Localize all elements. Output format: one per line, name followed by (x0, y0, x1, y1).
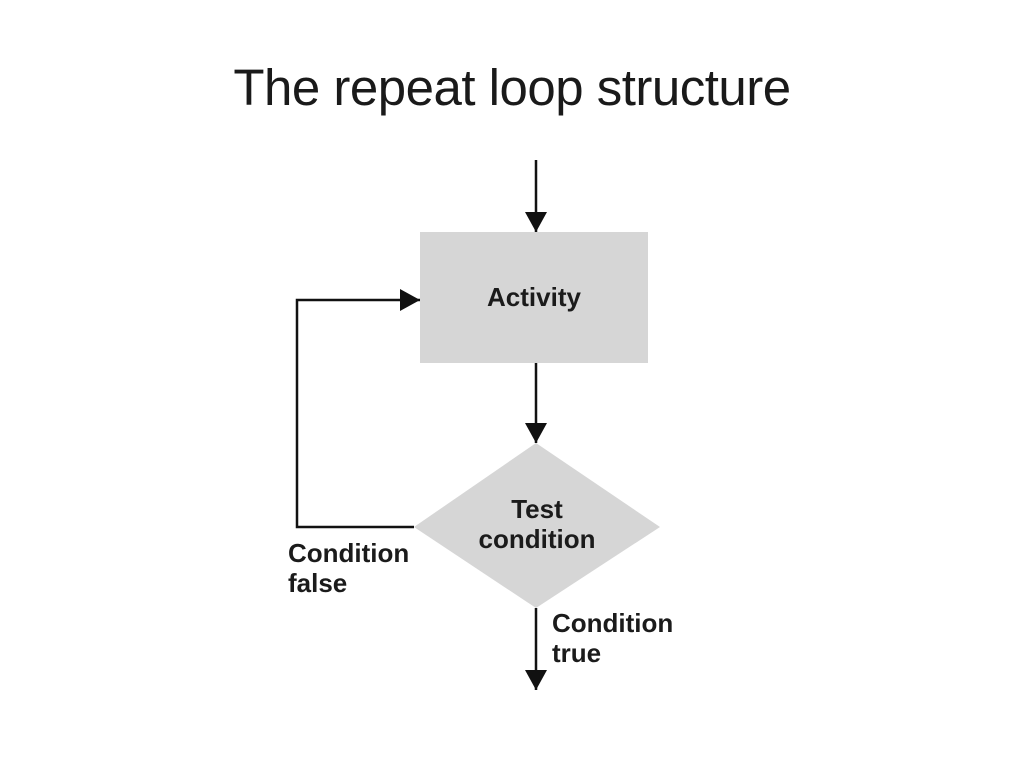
slide-title: The repeat loop structure (233, 59, 791, 116)
activity-box-shape (420, 232, 648, 363)
condition-false-label: Condition false (288, 538, 410, 599)
condition-true-label: Condition true (552, 608, 674, 669)
loop-back-arrow (295, 289, 420, 529)
activity-box-label: Activity (487, 282, 581, 313)
test-condition-diamond-shape (414, 443, 660, 608)
test-condition-label: Test condition (478, 494, 596, 555)
